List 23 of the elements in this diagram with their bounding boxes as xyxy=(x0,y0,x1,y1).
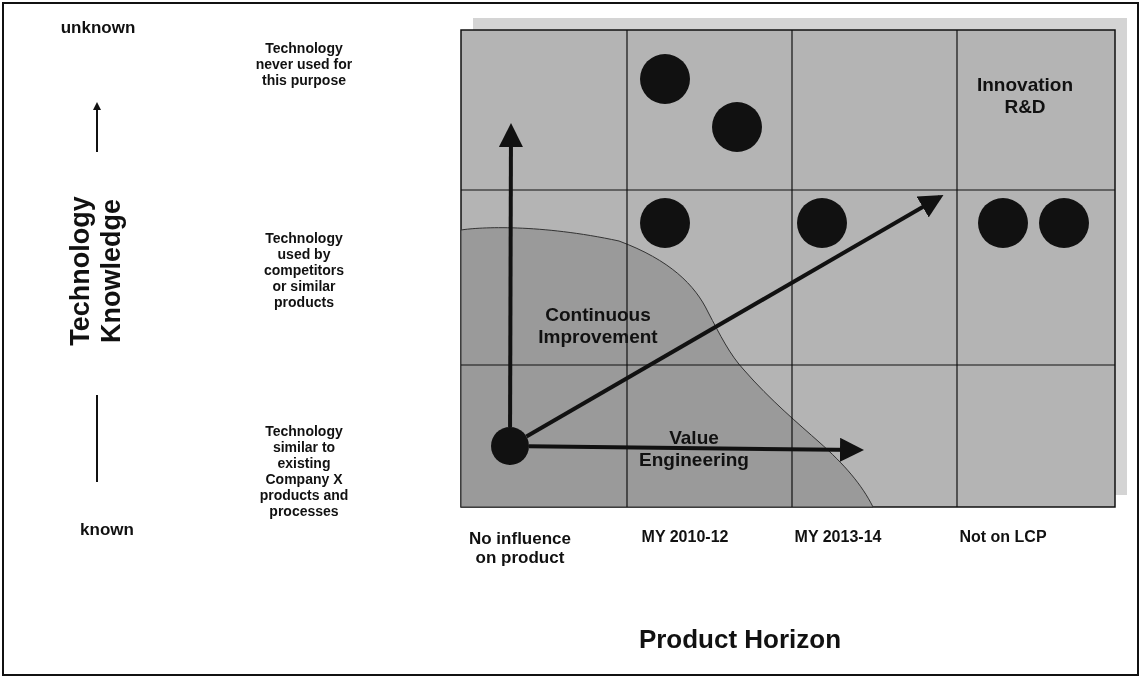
axis-end-label: unknown xyxy=(59,18,137,38)
column-label: Not on LCP xyxy=(958,528,1048,547)
arrow xyxy=(498,123,523,427)
row-label: Technology similar to existing Company X products and processes xyxy=(258,422,350,520)
dot xyxy=(640,198,690,248)
dot xyxy=(640,54,690,104)
region-label: Value Engineering xyxy=(638,427,750,471)
row-label: Technology never used for this purpose xyxy=(254,40,354,89)
region-label: Innovation R&D xyxy=(975,74,1075,118)
column-label: MY 2010-12 xyxy=(640,528,730,547)
dot xyxy=(978,198,1028,248)
dot xyxy=(712,102,762,152)
axis-title: Product Horizon xyxy=(637,625,843,655)
column-label: No influence on product xyxy=(468,528,572,568)
axis-end-label: known xyxy=(79,520,135,540)
dot xyxy=(1039,198,1089,248)
arrow xyxy=(528,437,864,462)
axis-title: Technology Knowledge xyxy=(64,196,127,347)
arrow xyxy=(525,195,944,439)
column-label: MY 2013-14 xyxy=(793,528,883,547)
row-label: Technology used by competitors or similar products xyxy=(262,230,346,311)
dot xyxy=(797,198,847,248)
dot xyxy=(491,427,529,465)
